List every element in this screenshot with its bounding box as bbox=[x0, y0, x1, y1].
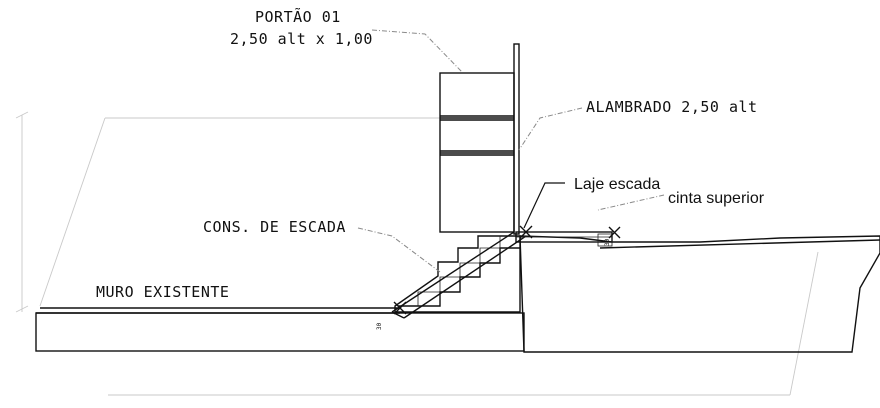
step-mark-lower: 30 bbox=[376, 322, 383, 330]
faint-guides bbox=[15, 111, 819, 396]
raised-ground bbox=[519, 235, 880, 353]
gate-title-label: PORTÃO 01 bbox=[255, 7, 341, 26]
step-mark-upper: 30 bbox=[604, 238, 611, 246]
x-markers bbox=[393, 225, 621, 315]
leader-lines bbox=[357, 29, 665, 273]
fence-label: ALAMBRADO 2,50 alt bbox=[586, 98, 758, 116]
existing-wall-label: MURO EXISTENTE bbox=[96, 283, 229, 301]
stair-block bbox=[391, 231, 613, 319]
stair-slab-label: Laje escada bbox=[574, 176, 660, 193]
top-beam-label: cinta superior bbox=[668, 190, 765, 207]
existing-wall bbox=[35, 307, 525, 352]
gate-panel bbox=[439, 43, 520, 235]
stair-construction-label: CONS. DE ESCADA bbox=[203, 218, 346, 236]
gate-size-label: 2,50 alt x 1,00 bbox=[230, 30, 373, 48]
